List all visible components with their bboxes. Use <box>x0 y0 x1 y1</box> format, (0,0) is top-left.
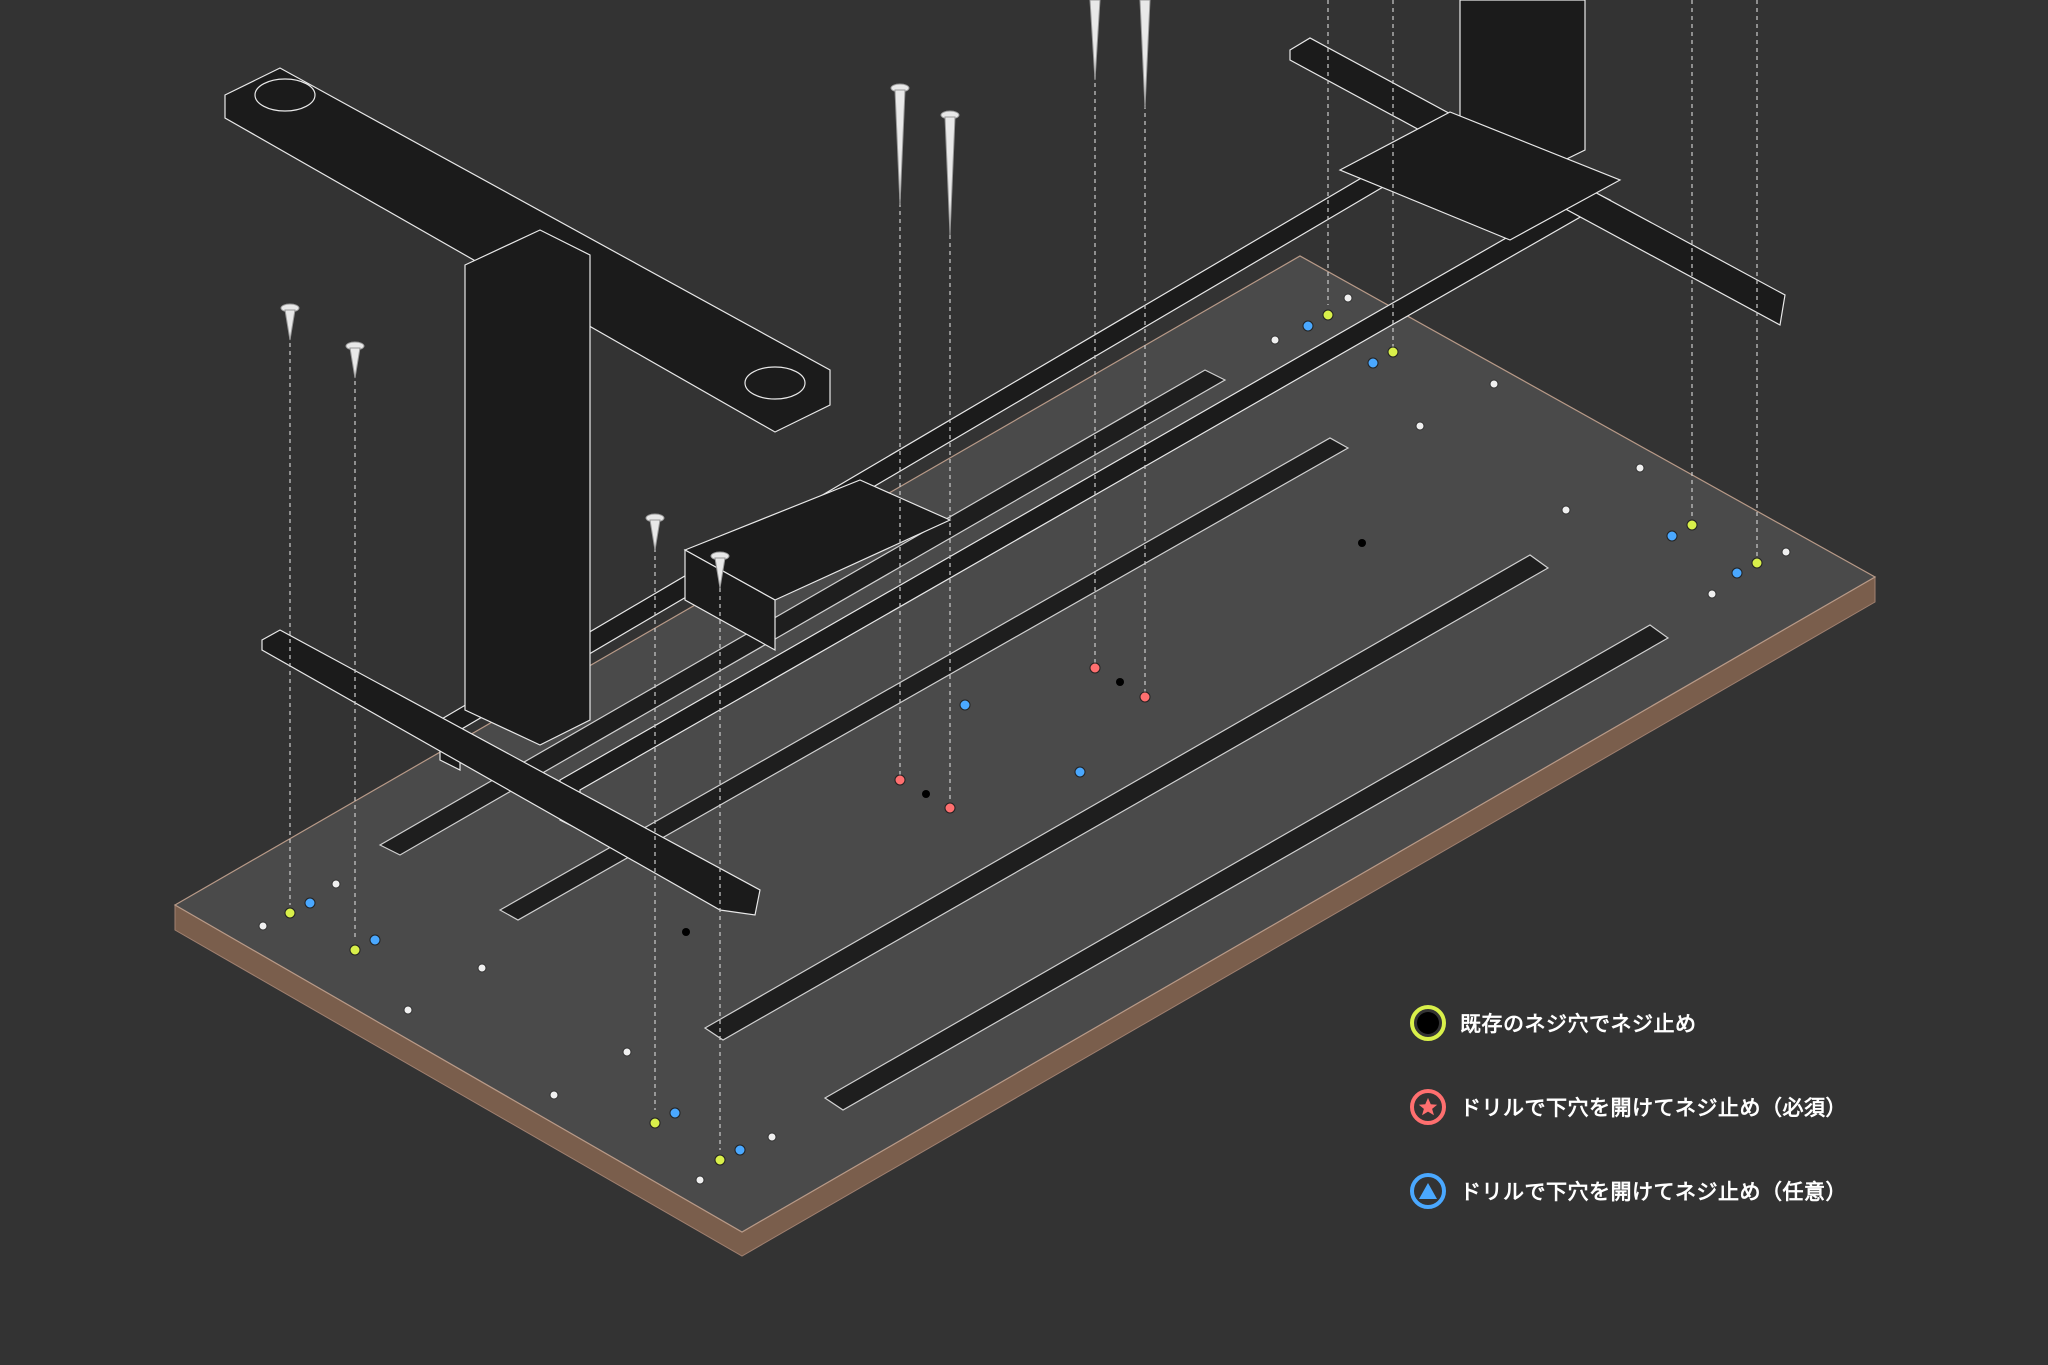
required-hole <box>944 802 956 814</box>
spare-holes <box>258 293 1791 1185</box>
existing-hole <box>649 1117 661 1129</box>
screw-8 <box>1139 0 1151 109</box>
screw-2 <box>345 341 365 379</box>
existing-hole <box>714 1154 726 1166</box>
screw-4 <box>710 551 730 589</box>
control-box-side <box>684 548 776 652</box>
existing-hole <box>1751 557 1763 569</box>
leg-right-bracket <box>1338 111 1622 241</box>
triangle-icon <box>1410 1173 1446 1209</box>
support-rails <box>378 369 1670 1111</box>
circle-icon <box>1410 1005 1446 1041</box>
rail-3 <box>703 554 1550 1041</box>
required-hole <box>1139 691 1151 703</box>
optional-hole <box>1731 567 1743 579</box>
optional-hole <box>1367 357 1379 369</box>
screws <box>280 0 1151 589</box>
optional-hole <box>1074 766 1086 778</box>
optional-hole <box>304 897 316 909</box>
optional-hole <box>669 1107 681 1119</box>
tabletop-board <box>173 255 1877 1257</box>
legend-label-existing: 既存のネジ穴でネジ止め <box>1460 1012 1697 1036</box>
existing-hole <box>1686 519 1698 531</box>
leg-left <box>224 67 831 916</box>
existing-hole <box>1322 309 1334 321</box>
screw-6 <box>940 110 960 236</box>
screw-7 <box>1089 0 1101 81</box>
star-icon <box>1410 1089 1446 1125</box>
screw-1 <box>280 303 300 341</box>
optional-hole <box>1302 320 1314 332</box>
board-top <box>173 255 1877 1233</box>
optional-hole <box>369 934 381 946</box>
screw-3 <box>645 513 665 551</box>
legend-item-existing: 既存のネジ穴でネジ止め <box>1410 1000 2010 1046</box>
legend-label-required: ドリルで下穴を開けてネジ止め（必須） <box>1460 1096 1847 1120</box>
required-hole <box>1089 662 1101 674</box>
optional-hole <box>1666 530 1678 542</box>
legend-label-optional: ドリルで下穴を開けてネジ止め（任意） <box>1460 1180 1847 1204</box>
existing-hole <box>349 944 361 956</box>
required-hole <box>894 774 906 786</box>
leg-left-pad-2 <box>744 366 806 400</box>
legend-item-required: ドリルで下穴を開けてネジ止め（必須） <box>1410 1084 2010 1130</box>
existing-hole <box>1387 346 1399 358</box>
leg-right <box>1289 0 1786 326</box>
optional-hole <box>734 1144 746 1156</box>
leg-left-pad-1 <box>254 78 316 112</box>
optional-hole <box>959 699 971 711</box>
rail-4 <box>823 624 1670 1111</box>
existing-hole <box>284 907 296 919</box>
screw-guides <box>289 0 1758 1150</box>
leg-left-column <box>464 229 591 746</box>
leg-left-foot <box>261 629 761 916</box>
screw-5 <box>890 83 910 206</box>
rail-2 <box>498 437 1350 921</box>
legend-item-optional: ドリルで下穴を開けてネジ止め（任意） <box>1410 1168 2010 1214</box>
center-holes <box>682 539 1366 936</box>
holes <box>284 309 1763 1166</box>
